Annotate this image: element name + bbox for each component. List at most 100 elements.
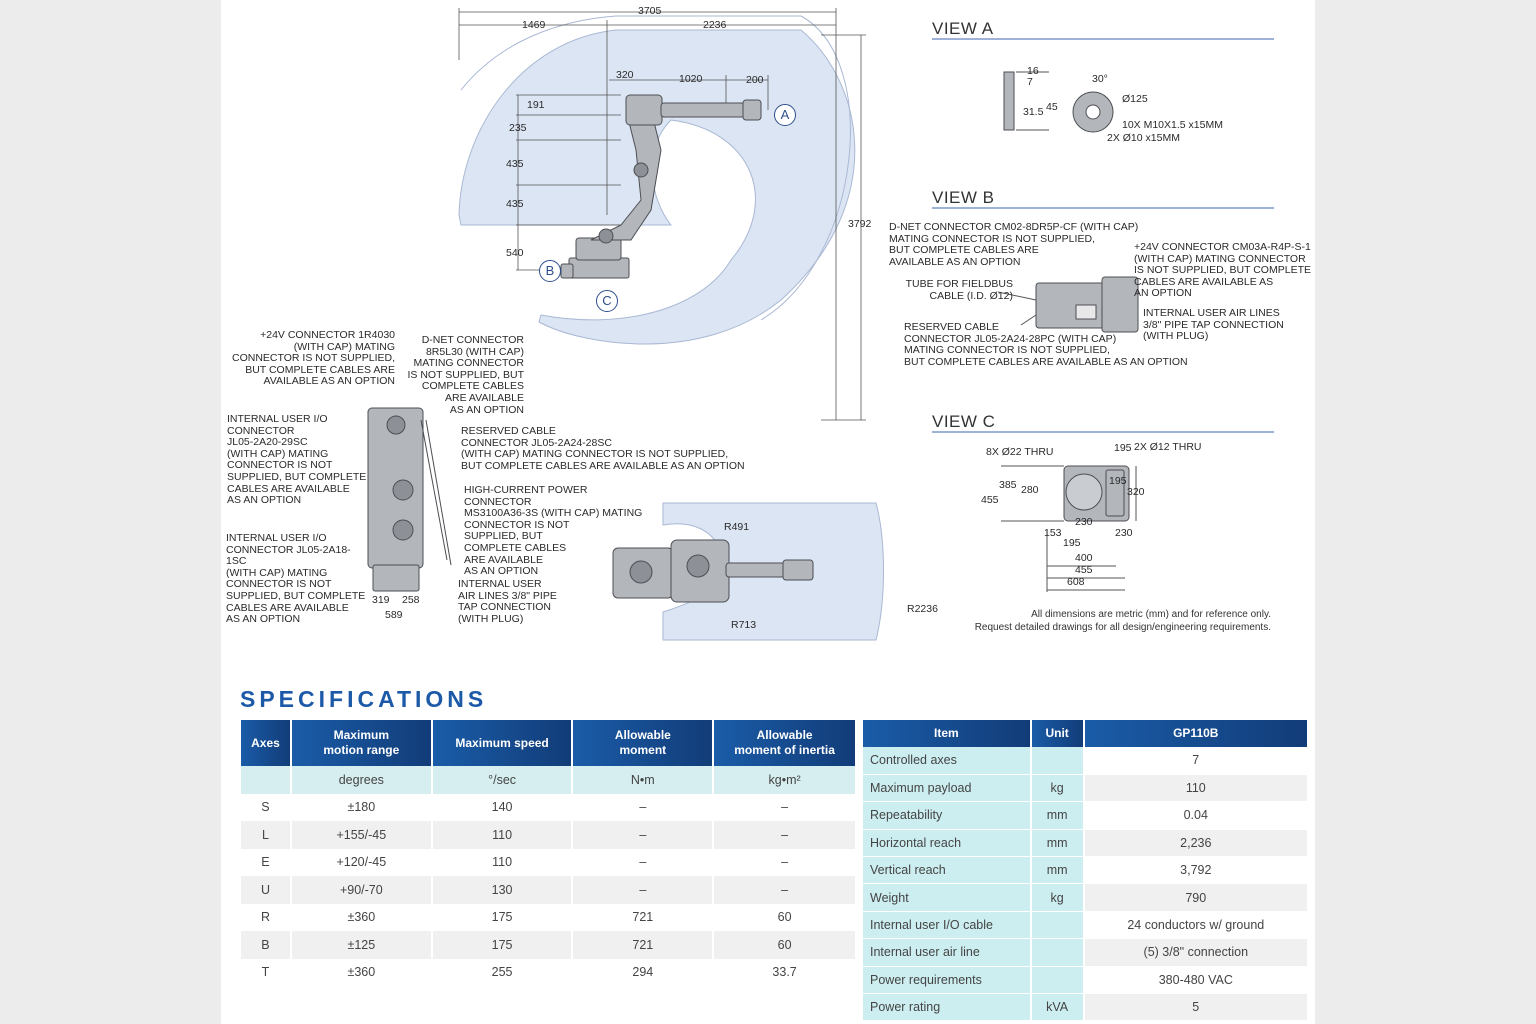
note-internal-io-29sc: INTERNAL USER I/O CONNECTOR JL05-2A20-29… (227, 413, 367, 507)
item-header-row: Item Unit GP110B (863, 720, 1310, 747)
axes-header-row: Axes Maximum motion range Maximum speed … (241, 720, 857, 766)
view-a-dim-7: 7 (1027, 76, 1033, 88)
header-max-speed: Maximum speed (431, 720, 574, 766)
view-a-angle: 30° (1092, 73, 1108, 85)
table-cell: ±180 (290, 793, 433, 821)
item-cell: Weight (863, 883, 1032, 912)
table-cell: 255 (431, 958, 574, 986)
header-allowable-moment: Allowable moment (572, 720, 715, 766)
item-cell: Horizontal reach (863, 829, 1032, 858)
view-c-dim-195-top: 195 (1114, 442, 1132, 454)
table-cell: +90/-70 (290, 876, 433, 904)
table-row: B ±125 175 721 60 (241, 931, 857, 959)
table-cell: L (241, 821, 292, 849)
view-c-dim-195-right: 195 (1109, 475, 1127, 487)
callout-b: B (539, 260, 561, 282)
unit-cell (1030, 911, 1085, 940)
table-row: S ±180 140 – – (241, 793, 857, 821)
dim-320: 320 (616, 69, 634, 81)
view-c-thru2: 2X Ø12 THRU (1134, 441, 1202, 453)
view-c-dim-230a: 230 (1075, 516, 1093, 528)
table-cell: S (241, 793, 292, 821)
dim-r2236: R2236 (907, 603, 938, 615)
view-b-24v: +24V CONNECTOR CM03A-R4P-S-1 (WITH CAP) … (1134, 241, 1311, 300)
table-cell: – (713, 848, 857, 876)
table-cell: R (241, 903, 292, 931)
value-cell: 0.04 (1083, 801, 1310, 830)
table-cell: 110 (431, 821, 574, 849)
table-row: T ±360 255 294 33.7 (241, 958, 857, 986)
note-24v-connector: +24V CONNECTOR 1R4030 (WITH CAP) MATING … (232, 329, 395, 388)
dim-height: 3792 (848, 218, 872, 230)
dim-right-width: 2236 (703, 19, 727, 31)
table-cell: – (572, 848, 715, 876)
general-spec-table: Item Unit GP110B Controlled axes 7 Maxim… (863, 720, 1310, 1022)
unit-cell: kg (1030, 774, 1085, 803)
view-c-title: VIEW C (932, 412, 996, 431)
table-cell: B (241, 931, 292, 959)
view-c-rule (932, 431, 1274, 433)
view-c-dim-153: 153 (1044, 527, 1062, 539)
dim-589: 589 (385, 609, 403, 621)
view-b-graphics (997, 276, 1139, 333)
unit-cell (1030, 938, 1085, 967)
header-motion-range: Maximum motion range (290, 720, 433, 766)
table-row: Controlled axes 7 (863, 747, 1310, 775)
table-cell: 175 (431, 931, 574, 959)
dim-1020: 1020 (679, 73, 703, 85)
value-cell: 24 conductors w/ ground (1083, 911, 1310, 940)
table-row: L +155/-45 110 – – (241, 821, 857, 849)
robot-side-view (560, 94, 762, 279)
value-cell: 7 (1083, 747, 1310, 775)
value-cell: 5 (1083, 993, 1310, 1022)
unit-cell: kg•m² (713, 766, 857, 794)
view-b-dnet: D-NET CONNECTOR CM02-8DR5P-CF (WITH CAP)… (889, 221, 1139, 268)
table-row: R ±360 175 721 60 (241, 903, 857, 931)
table-cell: – (713, 821, 857, 849)
unit-cell (1030, 747, 1085, 775)
table-cell: 294 (572, 958, 715, 986)
table-cell: 60 (713, 903, 857, 931)
view-c-dim-400: 400 (1075, 552, 1093, 564)
axes-spec-table: Axes Maximum motion range Maximum speed … (241, 720, 857, 986)
dim-319: 319 (372, 594, 390, 606)
dim-258: 258 (402, 594, 420, 606)
value-cell: 790 (1083, 883, 1310, 912)
item-cell: Maximum payload (863, 774, 1032, 803)
table-row: E +120/-45 110 – – (241, 848, 857, 876)
item-cell: Vertical reach (863, 856, 1032, 885)
table-row: Horizontal reach mm 2,236 (863, 829, 1310, 858)
item-cell: Repeatability (863, 801, 1032, 830)
note-internal-io-1sc: INTERNAL USER I/O CONNECTOR JL05-2A18-1S… (226, 532, 366, 626)
view-a-dim-31-5: 31.5 (1023, 106, 1044, 118)
value-cell: 2,236 (1083, 829, 1310, 858)
unit-cell: kVA (1030, 993, 1085, 1022)
header-moment-of-inertia: Allowable moment of inertia (713, 720, 857, 766)
view-c-dim-455-bottom: 455 (1075, 564, 1093, 576)
header-axes: Axes (241, 720, 292, 766)
note-high-current: HIGH-CURRENT POWER CONNECTOR MS3100A36-3… (464, 484, 643, 578)
table-row: Maximum payload kg 110 (863, 774, 1310, 803)
note-air-lines: INTERNAL USER AIR LINES 3/8" PIPE TAP CO… (458, 578, 557, 625)
dim-191: 191 (527, 99, 545, 111)
dimensions-disclaimer: All dimensions are metric (mm) and for r… (974, 609, 1271, 633)
view-c-dim-230b: 230 (1115, 527, 1133, 539)
value-cell: 380-480 VAC (1083, 966, 1310, 995)
table-cell: ±360 (290, 958, 433, 986)
unit-cell: mm (1030, 829, 1085, 858)
view-b-title: VIEW B (932, 188, 995, 207)
dim-435-upper: 435 (506, 158, 524, 170)
table-cell: +120/-45 (290, 848, 433, 876)
header-unit: Unit (1030, 720, 1085, 747)
table-row: U +90/-70 130 – – (241, 876, 857, 904)
table-cell: 110 (431, 848, 574, 876)
unit-cell: mm (1030, 801, 1085, 830)
spec-sheet: 3705 1469 2236 320 1020 200 191 235 435 … (221, 0, 1315, 1024)
dim-200: 200 (746, 74, 764, 86)
view-c-dim-385: 385 (999, 479, 1017, 491)
value-cell: 3,792 (1083, 856, 1310, 885)
table-cell: 721 (572, 931, 715, 959)
view-b-tube: TUBE FOR FIELDBUS CABLE (I.D. Ø12) (905, 278, 1013, 302)
view-a-title: VIEW A (932, 19, 994, 38)
table-cell: – (713, 793, 857, 821)
